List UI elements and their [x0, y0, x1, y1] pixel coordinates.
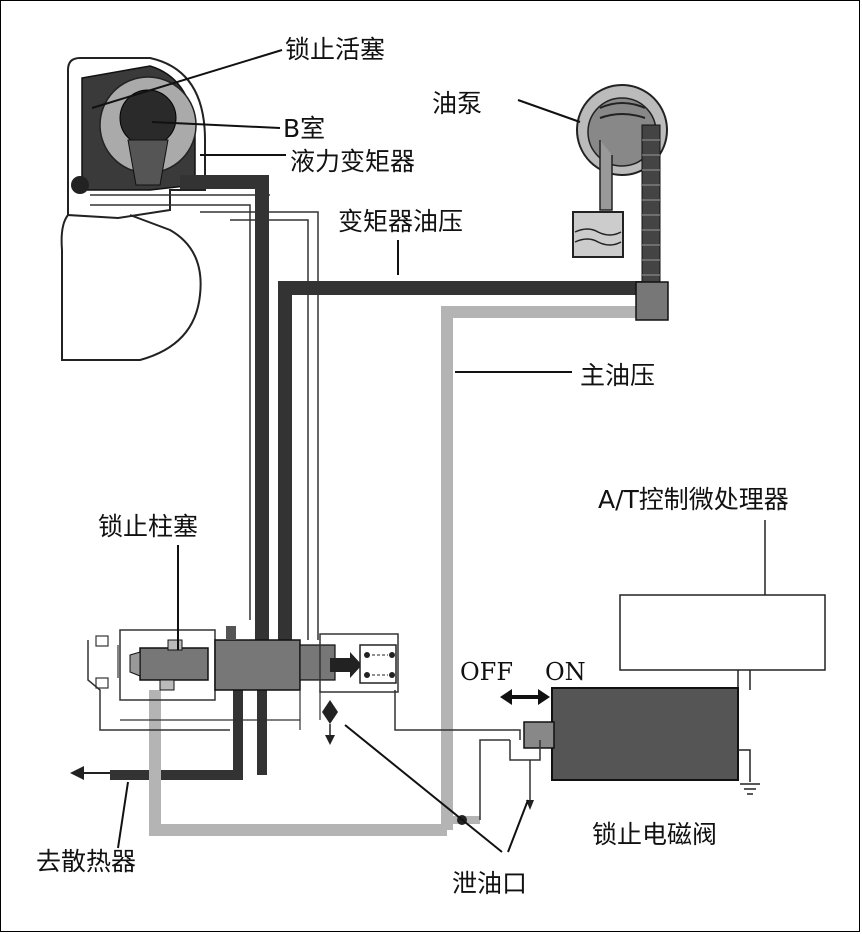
labels: 锁止活塞 B室 液力变矩器 油泵 变矩器油压 主油压 A/T控制微处理器 锁止柱… [36, 35, 789, 898]
hub [127, 139, 169, 186]
lockup-solenoid-body [551, 687, 739, 781]
label-at-controller: A/T控制微处理器 [598, 485, 789, 514]
lockup-valve-assembly [70, 626, 521, 780]
label-lockup-piston: 锁止活塞 [285, 35, 385, 64]
spool-arrow [330, 652, 362, 678]
leader-lines [91, 49, 581, 853]
label-converter-pressure: 变矩器油压 [338, 207, 463, 236]
label-lockup-plunger: 锁止柱塞 [98, 512, 198, 541]
solenoid-plunger [523, 721, 555, 749]
label-b-chamber: B室 [283, 114, 325, 143]
label-torque-converter: 液力变矩器 [290, 147, 415, 176]
label-oil-pump: 油泵 [432, 89, 482, 118]
to-cooler-arrow [70, 766, 84, 780]
b-chamber-area [119, 89, 177, 147]
lockup-valve-spool [214, 639, 301, 691]
lockup-plunger [139, 647, 209, 681]
at-controller-box [619, 594, 826, 671]
pressure-regulator-block [635, 281, 669, 321]
oil-pump [572, 84, 669, 321]
label-drain-port: 泄油口 [452, 869, 527, 898]
lockup-piston-ball [71, 176, 89, 194]
drain-arrow-1 [322, 700, 338, 724]
label-on: ON [545, 658, 586, 686]
converter-lower-housing [60, 214, 202, 361]
label-to-cooler: 去散热器 [36, 847, 136, 876]
label-lockup-solenoid: 锁止电磁阀 [592, 820, 717, 849]
converter-pressure-line [110, 175, 645, 780]
label-main-pressure: 主油压 [580, 361, 655, 390]
lockup-solenoid-group [457, 520, 826, 825]
off-on-double-arrow [500, 689, 550, 705]
torque-converter [60, 57, 206, 361]
label-off: OFF [460, 658, 513, 686]
pump-outlet-column [641, 124, 661, 291]
